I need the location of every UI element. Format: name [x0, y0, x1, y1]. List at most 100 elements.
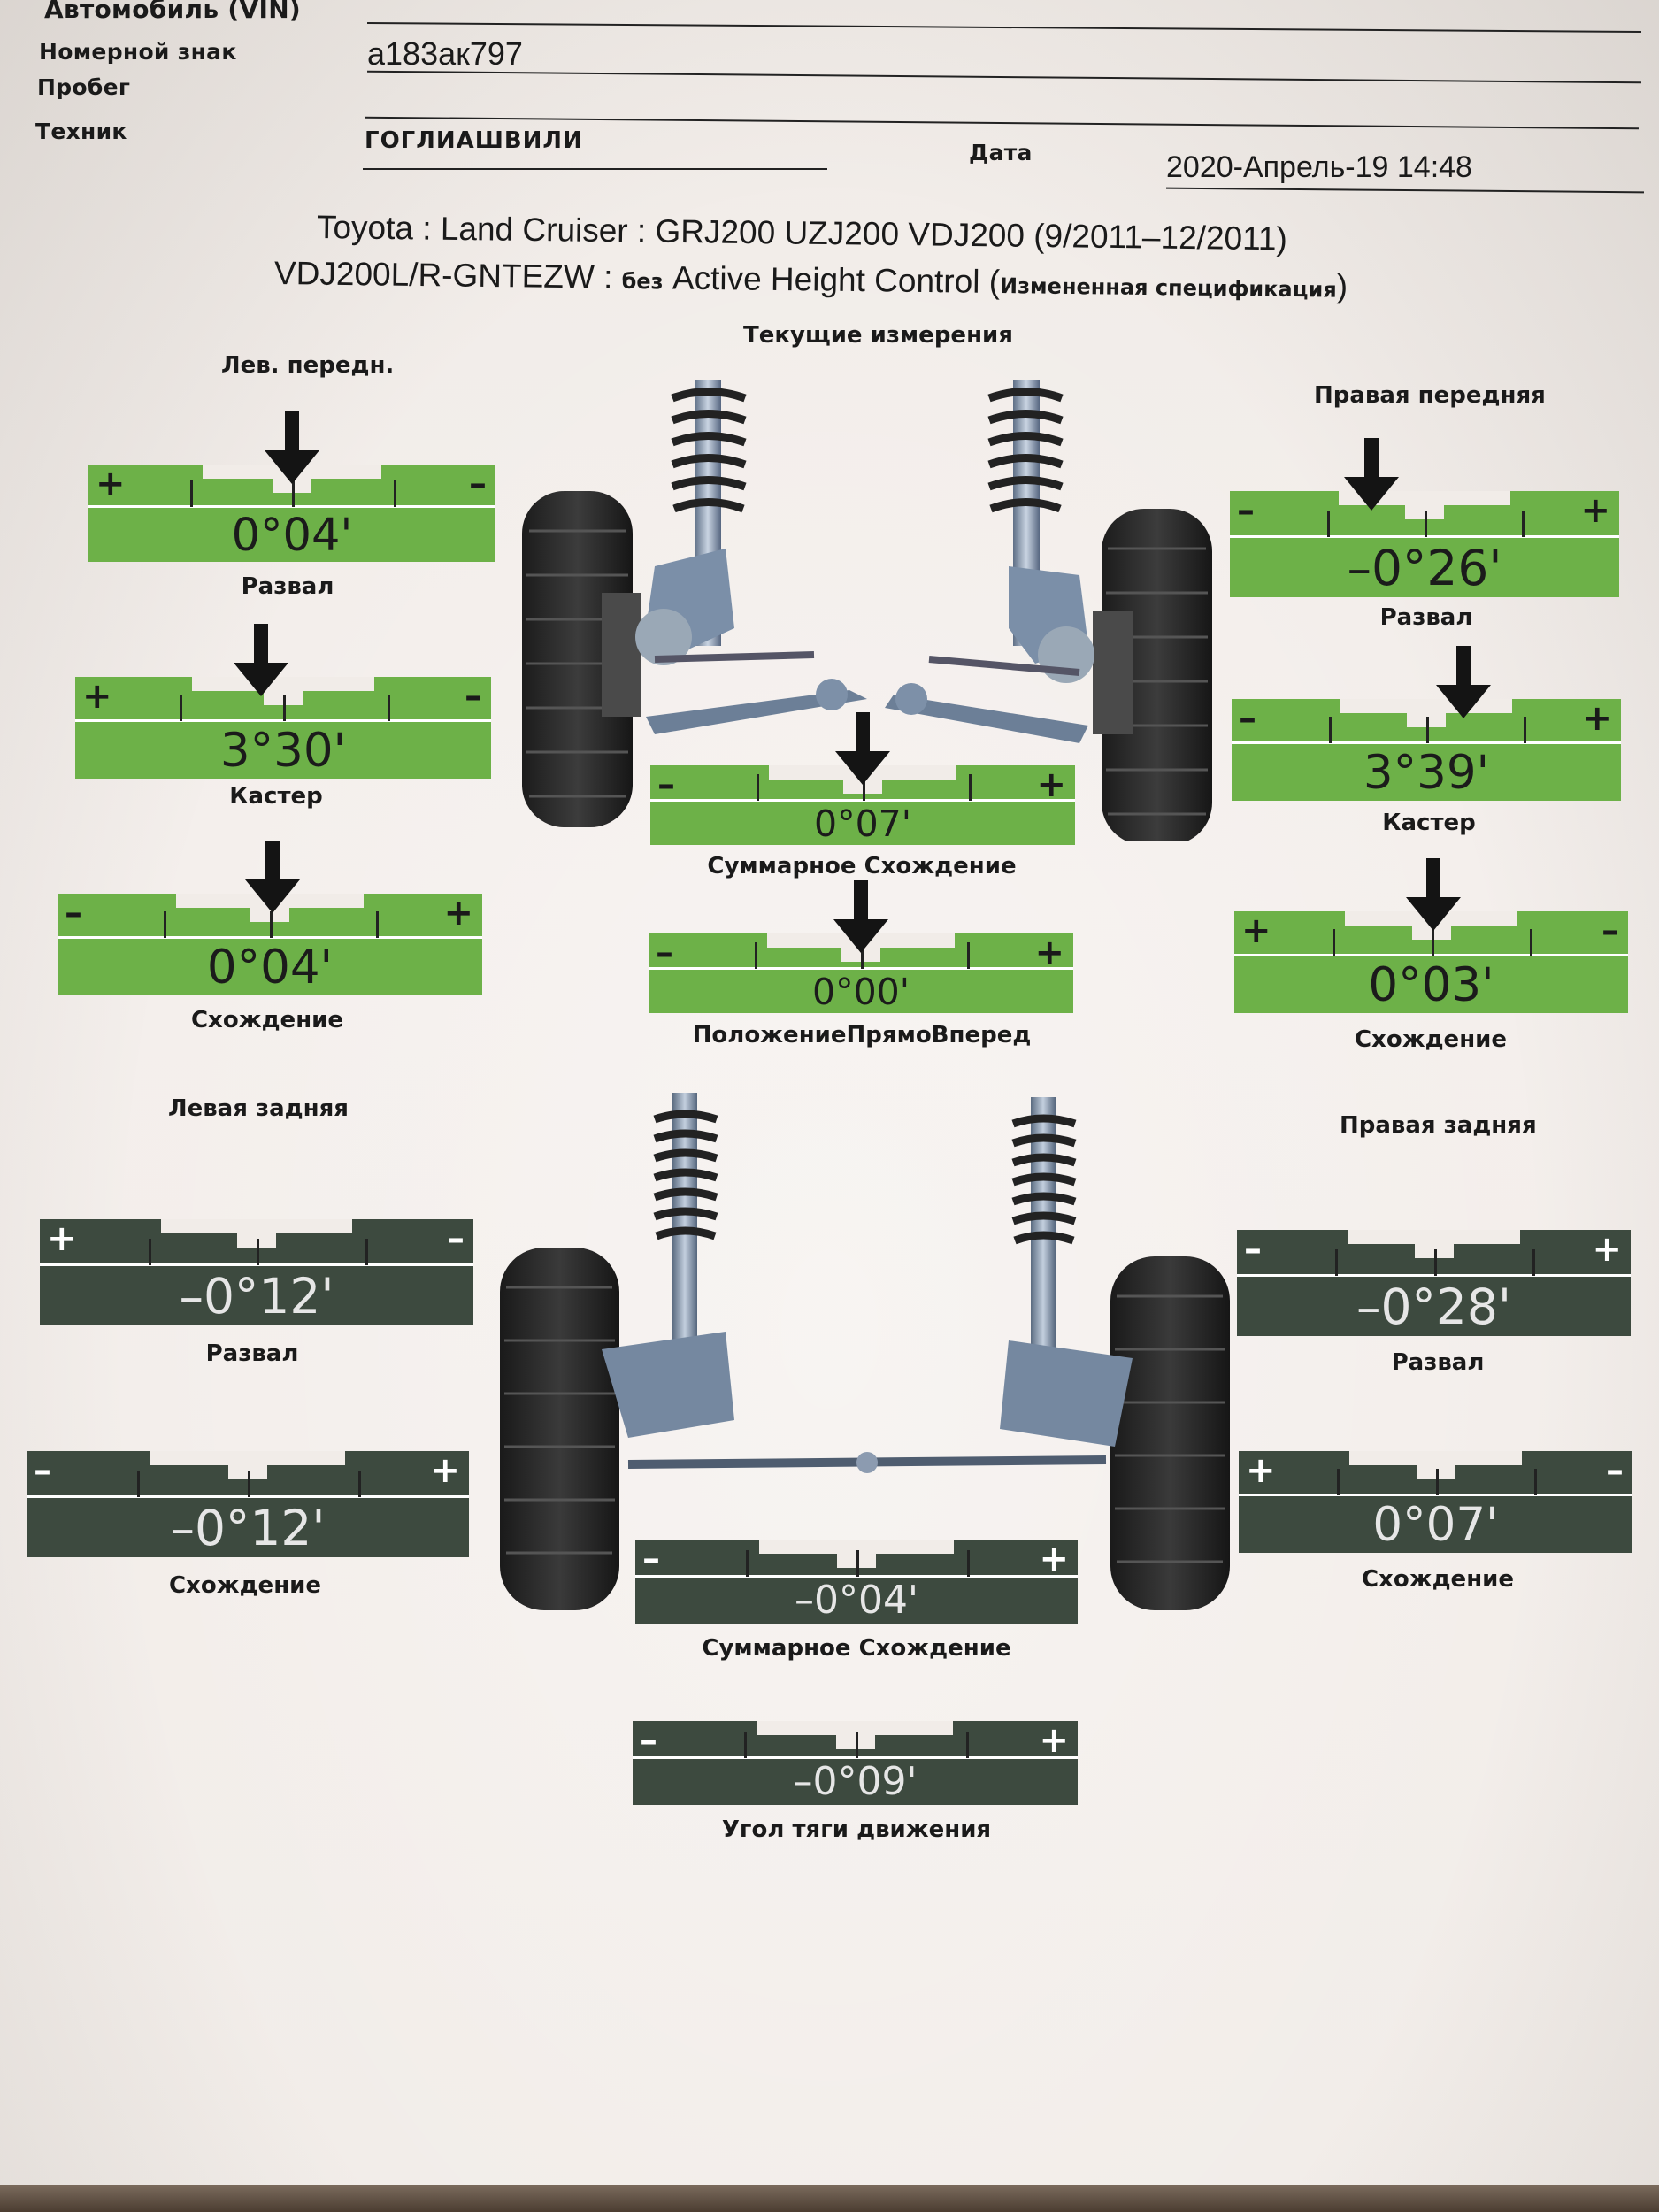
front-right-toe-minus-plus-right: – [1601, 910, 1619, 951]
rear-left-toe-minus-plus-right: + [430, 1450, 460, 1491]
front-right-caster-minus-plus-right: + [1582, 698, 1612, 739]
rear-left-camber-tick [257, 1239, 259, 1265]
thrust-angle-gauge: –+–0°09' [633, 1721, 1078, 1805]
front-left-camber-minus-plus-right: – [469, 464, 487, 504]
straight-ahead-caption: ПоложениеПрямоВперед [692, 1022, 1032, 1048]
front-left-toe-minus-plus-left: – [65, 893, 82, 933]
rear-left-camber-tick [148, 1239, 151, 1265]
rear-right-title: Правая задняя [1340, 1112, 1537, 1139]
thrust-angle-value: –0°09' [793, 1759, 918, 1804]
mileage-label: Пробег [37, 74, 131, 100]
front-total-toe-value: 0°07' [813, 803, 912, 845]
technician-label: Техник [35, 119, 127, 144]
date-line [1166, 187, 1644, 194]
front-left-toe-tick [376, 911, 379, 938]
front-right-toe-minus-plus-left: + [1241, 910, 1271, 951]
front-left-caster-gauge: +–3°30' [75, 624, 491, 779]
rear-left-toe-tick [358, 1471, 361, 1497]
front-right-caster-value: 3°39' [1363, 746, 1490, 800]
thrust-angle-tick [743, 1732, 747, 1758]
front-left-camber-tick [292, 480, 295, 507]
rear-right-toe-value: 0°07' [1372, 1498, 1499, 1552]
front-total-toe-minus-plus-right: + [1036, 764, 1066, 805]
front-right-title: Правая передняя [1314, 382, 1546, 409]
front-right-caster-tick [1329, 717, 1332, 743]
rear-total-toe-tick [856, 1550, 859, 1577]
front-left-caster-value: 3°30' [219, 724, 347, 778]
front-right-caster-gauge: – +3°39' [1232, 646, 1621, 801]
front-right-camber-gauge: –+–0°26' [1230, 438, 1619, 597]
front-total-toe-gauge: – +0°07' [650, 712, 1075, 845]
front-left-camber-pointer-arrow-icon [265, 411, 319, 484]
section-current-measurements: Текущие измерения [743, 322, 1013, 349]
rear-left-camber-minus-plus-right: – [447, 1218, 465, 1259]
front-left-camber-caption: Развал [241, 573, 334, 600]
front-right-toe-tick [1333, 929, 1336, 956]
front-total-toe-tick [757, 774, 759, 801]
rear-left-camber-gauge: +––0°12' [40, 1219, 473, 1325]
front-left-caster-pointer-arrow-icon [234, 624, 288, 696]
front-left-camber-value: 0°04' [231, 510, 353, 562]
front-right-camber-tick [1425, 511, 1427, 537]
front-left-caster-tick [387, 695, 390, 721]
rear-total-toe-value: –0°04' [794, 1578, 919, 1623]
front-left-caster-tick [283, 695, 286, 721]
front-left-title: Лев. передн. [221, 352, 395, 379]
rear-right-toe-minus-plus-right: – [1606, 1450, 1624, 1491]
front-right-caster-tick [1524, 717, 1526, 743]
front-right-caster-tick [1426, 717, 1429, 743]
front-right-caster-minus-plus-left: – [1239, 698, 1256, 739]
front-left-camber-gauge: + – 0°04' [88, 411, 495, 562]
table-surface [0, 2185, 1659, 2212]
thrust-angle-tick [855, 1732, 858, 1758]
rear-right-camber-minus-plus-right: + [1592, 1229, 1622, 1270]
thrust-angle-tick [966, 1732, 970, 1758]
rear-right-camber-gauge: – + –0°28' [1237, 1230, 1631, 1336]
straight-ahead-value: 0°00' [811, 971, 910, 1013]
date-label: Дата [969, 140, 1033, 165]
rear-right-camber-value: –0°28' [1356, 1279, 1512, 1335]
rear-left-camber-value: –0°12' [179, 1268, 334, 1325]
rear-right-camber-tick [1532, 1249, 1535, 1276]
rear-left-toe-tick [137, 1471, 140, 1497]
rear-total-toe-caption: Суммарное Схождение [702, 1635, 1011, 1662]
rear-right-camber-caption: Развал [1391, 1349, 1485, 1376]
front-left-toe-caption: Схождение [190, 1007, 344, 1033]
front-right-toe-pointer-arrow-icon [1406, 858, 1461, 931]
rear-right-toe-tick [1435, 1469, 1439, 1495]
straight-ahead-gauge: –+0°00' [649, 880, 1073, 1013]
front-left-toe-tick [164, 911, 166, 938]
rear-right-toe-tick [1337, 1469, 1340, 1495]
front-right-toe-caption: Схождение [1354, 1026, 1508, 1053]
front-right-camber-value: –0°26' [1347, 540, 1502, 596]
front-right-camber-minus-plus-right: + [1580, 490, 1610, 531]
rear-left-toe-minus-plus-left: – [34, 1450, 51, 1491]
front-left-toe-value: 0°04' [206, 941, 334, 995]
thrust-angle-minus-plus-right: + [1039, 1720, 1069, 1761]
front-left-toe-tick [270, 911, 273, 938]
vehicle-spec-line: VDJ200L/R-GNTEZW : без Active Height Con… [273, 255, 1348, 304]
plate-line [367, 70, 1641, 84]
front-total-toe-minus-plus-left: – [657, 764, 675, 805]
straight-ahead-tick [967, 942, 970, 969]
front-left-toe-pointer-arrow-icon [245, 841, 300, 913]
rear-left-camber-caption: Развал [205, 1340, 299, 1367]
rear-right-camber-minus-plus-left: – [1244, 1229, 1262, 1270]
vin-label: Автомобиль (VIN) [44, 0, 302, 24]
front-right-toe-value: 0°03' [1368, 958, 1494, 1012]
rear-total-toe-minus-plus-right: + [1039, 1539, 1069, 1579]
front-total-toe-caption: Суммарное Схождение [707, 853, 1017, 879]
straight-ahead-tick [861, 942, 864, 969]
rear-right-camber-tick [1335, 1249, 1339, 1276]
straight-ahead-minus-plus-left: – [656, 933, 673, 973]
front-suspension-illustration [522, 380, 1212, 841]
thrust-angle-caption: Угол тяги движения [721, 1816, 992, 1843]
technician-line [363, 168, 827, 170]
straight-ahead-pointer-arrow-icon [833, 880, 888, 953]
rear-right-toe-caption: Схождение [1361, 1566, 1515, 1593]
front-right-camber-tick [1327, 511, 1330, 537]
front-left-toe-minus-plus-right: + [443, 893, 473, 933]
rear-suspension-illustration [500, 1093, 1230, 1610]
front-left-camber-minus-plus-left: + [96, 464, 126, 504]
vehicle-model-line: Toyota : Land Cruiser : GRJ200 UZJ200 VD… [316, 209, 1288, 257]
